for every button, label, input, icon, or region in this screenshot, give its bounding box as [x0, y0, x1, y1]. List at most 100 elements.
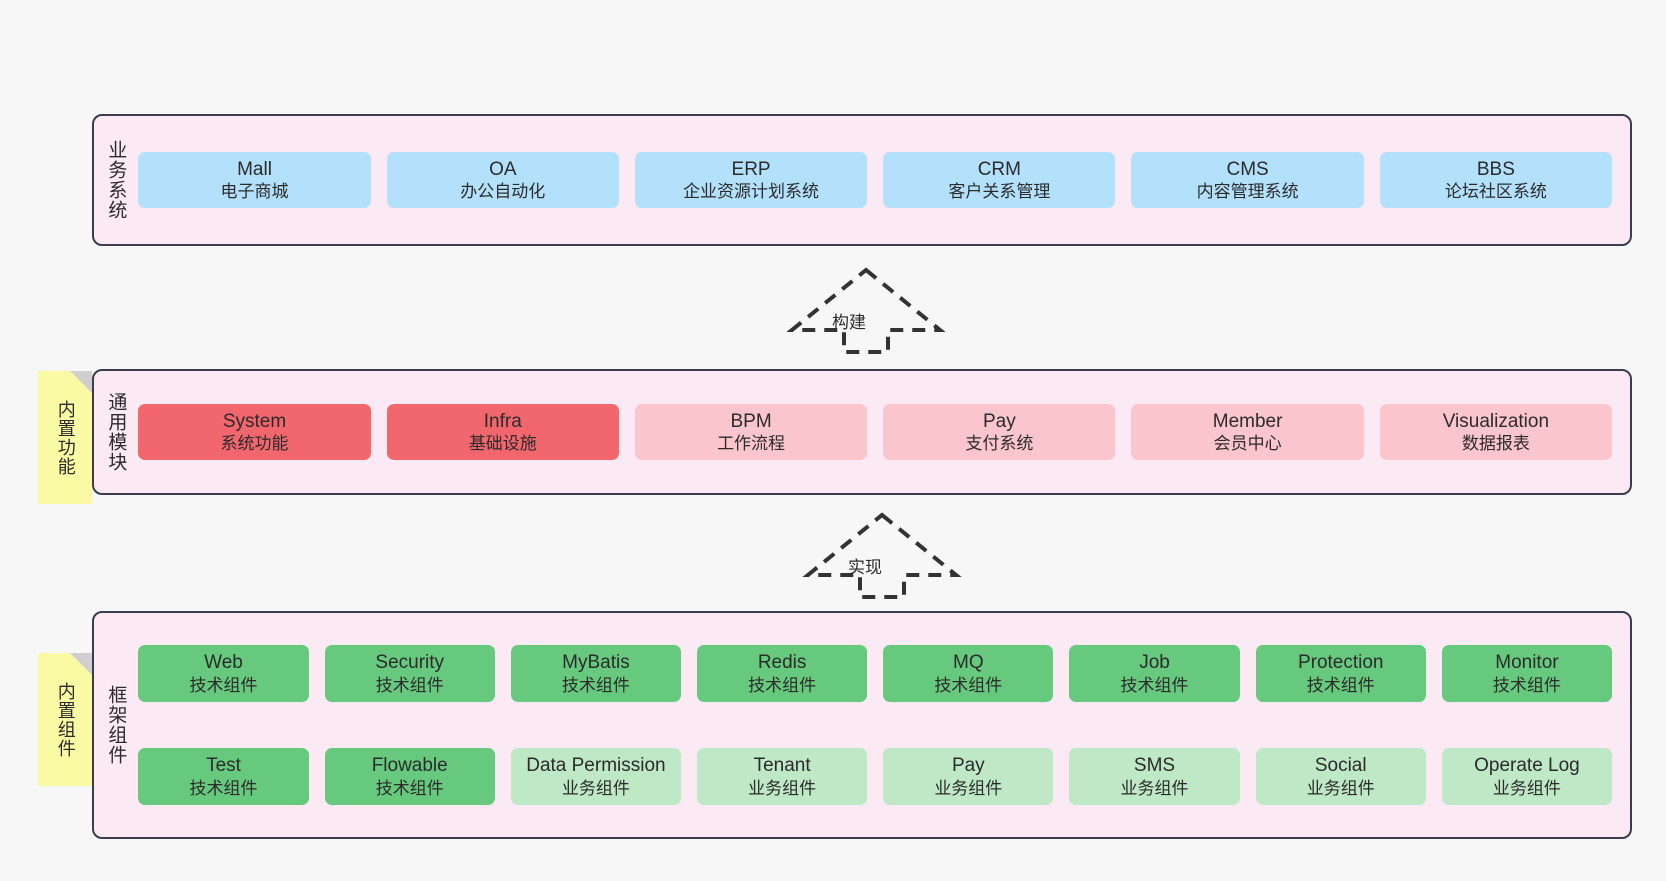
card-mq-title: MQ	[953, 652, 984, 674]
card-job[interactable]: Job 技术组件	[1069, 645, 1240, 702]
card-job-subtitle: 技术组件	[1120, 675, 1189, 695]
card-pay-component-title: Pay	[951, 755, 985, 777]
card-flowable[interactable]: Flowable 技术组件	[324, 748, 495, 805]
card-protection-title: Protection	[1297, 652, 1384, 674]
arrow-implement-label: 实现	[848, 558, 882, 577]
card-test-subtitle: 技术组件	[189, 778, 258, 798]
card-social[interactable]: Social 业务组件	[1255, 748, 1426, 805]
framework-component-card-group: Web 技术组件 Security 技术组件 MyBatis 技术组件 Redi…	[134, 613, 1630, 837]
card-cms[interactable]: CMS 内容管理系统	[1131, 151, 1364, 209]
layer-common-module: 通用模块 System 系统功能 Infra 基础设施 BPM 工作流程 Pay…	[92, 369, 1632, 495]
card-protection-subtitle: 技术组件	[1306, 675, 1375, 695]
card-visualization-subtitle: 数据报表	[1461, 434, 1530, 454]
card-monitor-subtitle: 技术组件	[1492, 675, 1561, 695]
card-redis[interactable]: Redis 技术组件	[697, 645, 868, 702]
card-pay-component-subtitle: 业务组件	[934, 778, 1003, 798]
card-bbs-title: BBS	[1476, 158, 1515, 180]
card-operate-log-subtitle: 业务组件	[1492, 778, 1561, 798]
card-pay-module[interactable]: Pay 支付系统	[883, 403, 1116, 461]
card-web[interactable]: Web 技术组件	[138, 645, 309, 702]
note-builtin-function-label: 内置功能	[55, 399, 76, 476]
common-module-card-group: System 系统功能 Infra 基础设施 BPM 工作流程 Pay 支付系统…	[134, 371, 1630, 493]
card-member[interactable]: Member 会员中心	[1131, 403, 1364, 461]
card-mall[interactable]: Mall 电子商城	[138, 151, 371, 209]
card-bpm-title: BPM	[730, 410, 772, 432]
card-redis-title: Redis	[757, 652, 807, 674]
card-infra-title: Infra	[483, 410, 522, 432]
card-visualization[interactable]: Visualization 数据报表	[1379, 403, 1612, 461]
framework-component-stack: Web 技术组件 Security 技术组件 MyBatis 技术组件 Redi…	[138, 613, 1613, 837]
card-mybatis[interactable]: MyBatis 技术组件	[510, 645, 682, 702]
layer-framework-component: 框架组件 Web 技术组件 Security 技术组件 MyBatis 技术组件	[92, 611, 1632, 839]
card-data-permission-title: Data Permission	[526, 755, 666, 777]
card-sms-title: SMS	[1133, 755, 1176, 777]
card-social-title: Social	[1314, 755, 1367, 777]
arrow-build-glyph	[786, 267, 946, 354]
card-oa-subtitle: 办公自动化	[460, 182, 546, 202]
card-security[interactable]: Security 技术组件	[324, 645, 495, 702]
card-erp-subtitle: 企业资源计划系统	[683, 182, 820, 202]
card-crm-title: CRM	[977, 158, 1021, 180]
card-cms-subtitle: 内容管理系统	[1196, 182, 1299, 202]
card-job-title: Job	[1139, 652, 1170, 674]
card-member-title: Member	[1212, 410, 1283, 432]
card-bbs-subtitle: 论坛社区系统	[1444, 182, 1547, 202]
card-mall-subtitle: 电子商城	[220, 182, 289, 202]
card-bpm-subtitle: 工作流程	[717, 434, 786, 454]
note-fold-corner-icon	[70, 653, 92, 675]
card-security-title: Security	[375, 652, 445, 674]
card-protection[interactable]: Protection 技术组件	[1255, 645, 1426, 702]
card-monitor[interactable]: Monitor 技术组件	[1441, 645, 1613, 702]
layer-business-system-label: 业务系统	[105, 140, 127, 220]
card-web-title: Web	[204, 652, 243, 674]
card-system-subtitle: 系统功能	[220, 434, 289, 454]
card-operate-log[interactable]: Operate Log 业务组件	[1441, 748, 1613, 805]
card-tenant[interactable]: Tenant 业务组件	[697, 748, 868, 805]
card-sms-subtitle: 业务组件	[1120, 778, 1189, 798]
layer-common-module-label: 通用模块	[105, 392, 127, 472]
card-crm[interactable]: CRM 客户关系管理	[883, 151, 1116, 209]
layer-business-system: 业务系统 Mall 电子商城 OA 办公自动化 ERP 企业资源计划系统 CRM…	[92, 114, 1632, 246]
layer-framework-component-label: 框架组件	[105, 685, 127, 765]
card-test[interactable]: Test 技术组件	[138, 748, 309, 805]
card-bbs[interactable]: BBS 论坛社区系统	[1379, 151, 1612, 209]
card-mybatis-subtitle: 技术组件	[561, 675, 630, 695]
card-data-permission[interactable]: Data Permission 业务组件	[510, 748, 682, 805]
business-system-row: Mall 电子商城 OA 办公自动化 ERP 企业资源计划系统 CRM 客户关系…	[138, 132, 1612, 228]
card-system-title: System	[222, 410, 287, 432]
card-cms-title: CMS	[1226, 158, 1269, 180]
framework-component-row-tech: Web 技术组件 Security 技术组件 MyBatis 技术组件 Redi…	[138, 629, 1613, 718]
card-test-title: Test	[206, 755, 241, 777]
card-erp-title: ERP	[731, 158, 771, 180]
business-system-card-group: Mall 电子商城 OA 办公自动化 ERP 企业资源计划系统 CRM 客户关系…	[134, 116, 1630, 244]
framework-component-row-business: Test 技术组件 Flowable 技术组件 Data Permission …	[138, 732, 1613, 821]
card-tenant-title: Tenant	[753, 755, 811, 777]
card-pay-component[interactable]: Pay 业务组件	[883, 748, 1054, 805]
card-pay-module-title: Pay	[982, 410, 1016, 432]
note-builtin-function[interactable]: 内置功能	[38, 371, 92, 504]
card-mall-title: Mall	[237, 158, 272, 180]
arrow-build-label: 构建	[832, 313, 866, 332]
note-builtin-component[interactable]: 内置组件	[38, 653, 92, 786]
card-infra[interactable]: Infra 基础设施	[386, 403, 619, 461]
arrow-build: 构建	[786, 267, 946, 354]
card-oa[interactable]: OA 办公自动化	[386, 151, 619, 209]
card-erp[interactable]: ERP 企业资源计划系统	[634, 151, 868, 209]
card-social-subtitle: 业务组件	[1306, 778, 1375, 798]
card-mq[interactable]: MQ 技术组件	[883, 645, 1054, 702]
card-sms[interactable]: SMS 业务组件	[1069, 748, 1240, 805]
card-member-subtitle: 会员中心	[1213, 434, 1282, 454]
card-redis-subtitle: 技术组件	[748, 675, 817, 695]
arrow-implement-glyph	[802, 512, 962, 599]
card-bpm[interactable]: BPM 工作流程	[634, 403, 868, 461]
card-flowable-title: Flowable	[371, 755, 448, 777]
card-data-permission-subtitle: 业务组件	[561, 778, 630, 798]
arrow-implement: 实现	[802, 512, 962, 599]
card-security-subtitle: 技术组件	[375, 675, 444, 695]
note-builtin-component-label: 内置组件	[55, 681, 76, 758]
card-infra-subtitle: 基础设施	[468, 434, 537, 454]
card-flowable-subtitle: 技术组件	[375, 778, 444, 798]
card-system[interactable]: System 系统功能	[138, 403, 371, 461]
card-oa-title: OA	[489, 158, 517, 180]
